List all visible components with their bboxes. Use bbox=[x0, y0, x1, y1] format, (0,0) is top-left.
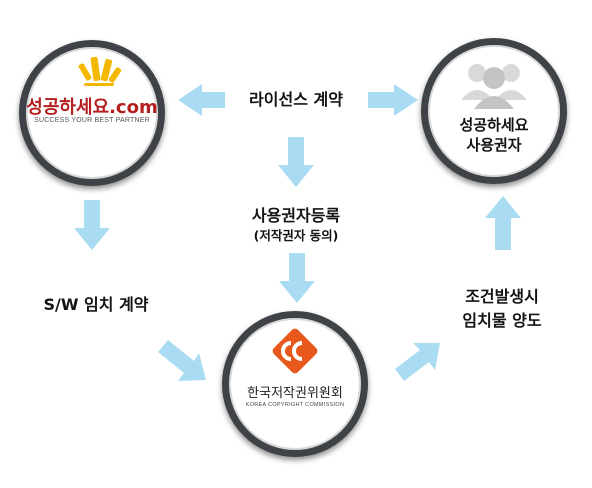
arrow-escrow-down bbox=[74, 200, 110, 250]
success-tagline: SUCCESS YOUR BEST PARTNER bbox=[34, 117, 150, 124]
node-success-company: 성공하세요.com SUCCESS YOUR BEST PARTNER bbox=[19, 40, 165, 186]
label-registration: 사용권자등록 bbox=[251, 206, 341, 225]
label-registration-sub: (저작권자 동의) bbox=[253, 228, 339, 243]
commission-name-en: KOREA COPYRIGHT COMMISSION bbox=[245, 402, 345, 408]
people-icon bbox=[461, 64, 527, 109]
success-logo-text: 성공하세요.com bbox=[26, 97, 158, 118]
commission-name-ko: 한국저작권위원회 bbox=[247, 386, 343, 401]
licensee-line2: 사용권자 bbox=[466, 136, 522, 154]
arrow-registration-down-top bbox=[278, 137, 314, 187]
label-release-line2: 임치물 양도 bbox=[462, 311, 542, 330]
arrow-registration-down-bottom bbox=[279, 253, 315, 303]
label-release-line1: 조건발생시 bbox=[465, 287, 539, 306]
node-licensee: 성공하세요 사용권자 bbox=[421, 38, 567, 184]
label-escrow: S/W 임치 계약 bbox=[43, 295, 149, 314]
arrow-release-diagonal bbox=[395, 343, 440, 381]
arrow-license-right bbox=[368, 84, 418, 116]
arrow-escrow-diagonal bbox=[158, 340, 206, 381]
licensee-line1: 성공하세요 bbox=[459, 116, 529, 134]
arrow-release-up bbox=[485, 196, 521, 250]
success-logo-icon bbox=[78, 56, 122, 86]
node-copyright-commission: 한국저작권위원회 KOREA COPYRIGHT COMMISSION bbox=[222, 311, 368, 457]
cc-logo-icon bbox=[272, 328, 318, 374]
arrow-license-left bbox=[178, 84, 225, 116]
label-license: 라이선스 계약 bbox=[249, 90, 343, 109]
